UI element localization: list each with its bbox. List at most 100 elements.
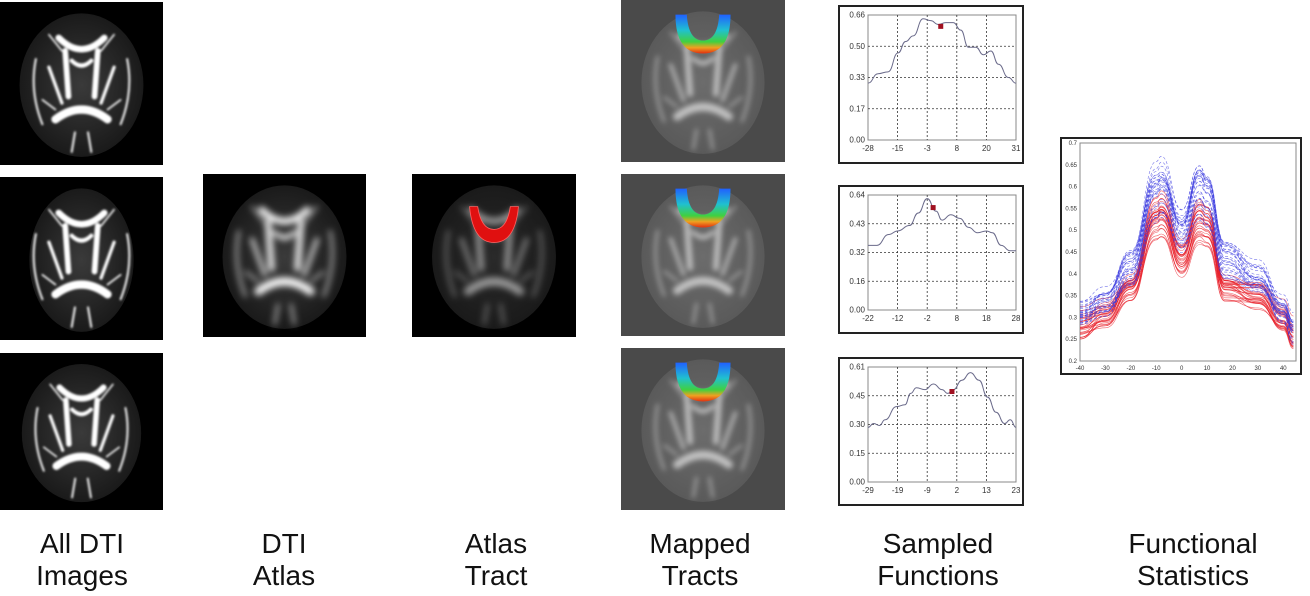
group-blue-curve [1079,206,1294,328]
group-blue-curve [1079,202,1294,334]
function-curve [867,372,1017,428]
y-tick-label: 0.32 [849,248,865,257]
x-tick-label: 8 [955,314,960,323]
brain-outline [19,13,144,157]
group-blue-curve [1079,188,1294,344]
brain-outline [222,185,347,329]
x-tick-label: -28 [862,144,874,153]
group-red-curve [1079,228,1294,347]
y-tick-label: 0.64 [849,191,865,200]
y-tick-label: 0.30 [849,420,865,429]
brain-outline [21,363,142,503]
y-tick-label: 0.65 [1065,163,1077,169]
y-tick-label: 0.43 [849,219,865,228]
y-tick-label: 0.17 [849,104,865,113]
y-tick-label: 0.6 [1069,185,1078,191]
x-tick-label: 28 [1012,314,1021,323]
x-tick-label: -3 [924,144,932,153]
x-tick-label: 10 [1204,366,1211,372]
group-red-curve [1079,218,1294,344]
y-tick-label: 0.45 [849,391,865,400]
mapped-tract-overlay [675,14,731,54]
x-tick-label: 8 [955,144,960,153]
y-tick-label: 0.4 [1069,272,1078,278]
dti-image-2 [0,177,163,340]
y-tick-label: 0.3 [1069,315,1078,321]
y-tick-label: 0.61 [849,363,865,372]
x-tick-label: -15 [892,144,904,153]
y-tick-label: 0.45 [1065,250,1077,256]
group-blue-curve [1079,181,1294,346]
y-tick-label: 0.2 [1069,359,1078,365]
mapped-tract-overlay [675,188,731,228]
x-tick-label: 0 [1180,366,1184,372]
y-tick-label: 0.35 [1065,294,1077,300]
x-tick-label: 18 [982,314,991,323]
sample-marker [949,389,955,395]
function-curve [867,18,1017,84]
tract-overlay [469,206,519,243]
x-tick-label: 40 [1280,366,1287,372]
x-tick-label: -9 [924,486,932,495]
brain-outline [29,188,134,332]
y-tick-label: 0.66 [849,11,865,20]
group-blue-curve [1079,193,1294,327]
atlas-tract-image [412,174,576,337]
brain-outline [641,359,765,502]
y-tick-label: 0.25 [1065,337,1077,343]
dti-image-1 [0,2,163,165]
y-tick-label: 0.00 [849,478,865,487]
y-tick-label: 0.33 [849,73,865,82]
x-tick-label: -29 [862,486,874,495]
y-tick-label: 0.50 [849,42,865,51]
x-tick-label: 23 [1012,486,1021,495]
x-tick-label: -22 [862,314,874,323]
brain-outline [641,185,765,328]
dti-image-3 [0,353,163,510]
group-blue-curve [1079,187,1294,339]
mapped-tract-1 [621,0,785,162]
x-tick-label: 31 [1012,144,1021,153]
group-red-curve [1079,219,1294,347]
group-blue-curve [1079,169,1294,332]
x-tick-label: -19 [892,486,904,495]
x-tick-label: -20 [1126,366,1135,372]
x-tick-label: 20 [982,144,991,153]
x-tick-label: -30 [1101,366,1110,372]
mapped-tract-2 [621,174,785,336]
x-tick-label: -12 [892,314,904,323]
brain-outline [432,185,556,329]
group-blue-curve [1079,170,1294,313]
sample-marker [930,205,936,211]
y-tick-label: 0.16 [849,277,865,286]
x-tick-label: -10 [1152,366,1161,372]
y-tick-label: 0.5 [1069,228,1078,234]
brain-outline [641,11,765,154]
x-tick-label: 13 [982,486,991,495]
x-tick-label: 20 [1229,366,1236,372]
sample-marker [938,23,944,29]
function-curve [868,198,1016,252]
y-tick-label: 0.15 [849,449,865,458]
group-red-curve [1079,236,1294,340]
group-blue-curve [1079,189,1294,331]
y-tick-label: 0.00 [849,136,865,145]
x-tick-label: -40 [1076,366,1085,372]
dti-atlas-image [203,174,366,337]
sampled-function-chart-3: 0.00 0.15 0.30 0.45 0.61 -29 -19 -9 2 13 23 [838,357,1024,506]
y-tick-label: 0.00 [849,306,865,315]
x-tick-label: -2 [924,314,932,323]
group-blue-curve [1079,213,1294,328]
y-tick-label: 0.55 [1065,206,1077,212]
x-tick-label: 2 [955,486,960,495]
x-tick-label: 30 [1255,366,1262,372]
sampled-function-chart-1: 0.00 0.17 0.33 0.50 0.66 -28 -15 -3 8 20 31 [838,5,1024,164]
mapped-tract-overlay [675,362,731,402]
